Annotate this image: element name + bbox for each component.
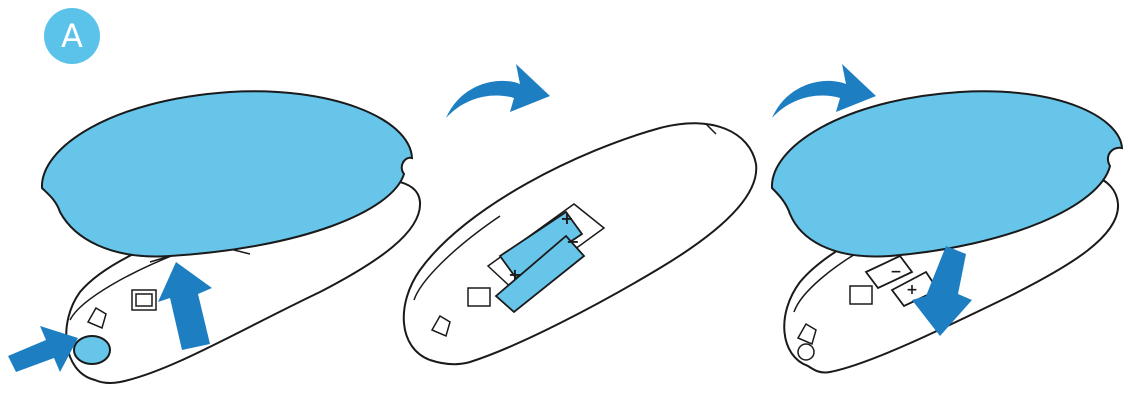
battery-aaa-1 [864, 254, 914, 290]
release-button [73, 335, 111, 365]
latch-slot [131, 289, 157, 311]
panel-close-cover: − + [770, 90, 1124, 374]
battery-minus-sign: − [890, 264, 902, 280]
arrow-down-icon [912, 246, 972, 336]
clip-detail [796, 322, 817, 346]
step-badge-circle [44, 8, 100, 64]
latch-slot [849, 285, 873, 305]
battery-cover [770, 90, 1124, 258]
panel-insert-batteries: + + − [402, 122, 758, 366]
battery-minus-sign: − [566, 232, 579, 251]
battery-plus-sign: + [508, 265, 521, 284]
remote-body [402, 122, 758, 366]
arrow-lift-icon [158, 262, 212, 350]
battery-plus-sign: + [560, 209, 573, 228]
clip-detail [86, 306, 107, 330]
battery-compartment [486, 203, 606, 293]
step-badge-label: A [61, 17, 83, 55]
battery-aaa-2: + − [494, 232, 586, 314]
battery-aaa-1: + [498, 209, 584, 280]
curved-arrow-icon-2 [772, 64, 876, 118]
arrow-push-icon [8, 326, 78, 372]
remote-body [65, 178, 422, 385]
clip-detail [430, 314, 451, 338]
latch-slot [467, 287, 491, 307]
battery-plus-sign: + [906, 282, 918, 298]
release-button [797, 343, 815, 361]
battery-cover [40, 90, 414, 258]
curved-arrow-icon-1 [446, 64, 550, 118]
step-badge: A [44, 8, 100, 64]
panel-open-cover [8, 90, 422, 385]
